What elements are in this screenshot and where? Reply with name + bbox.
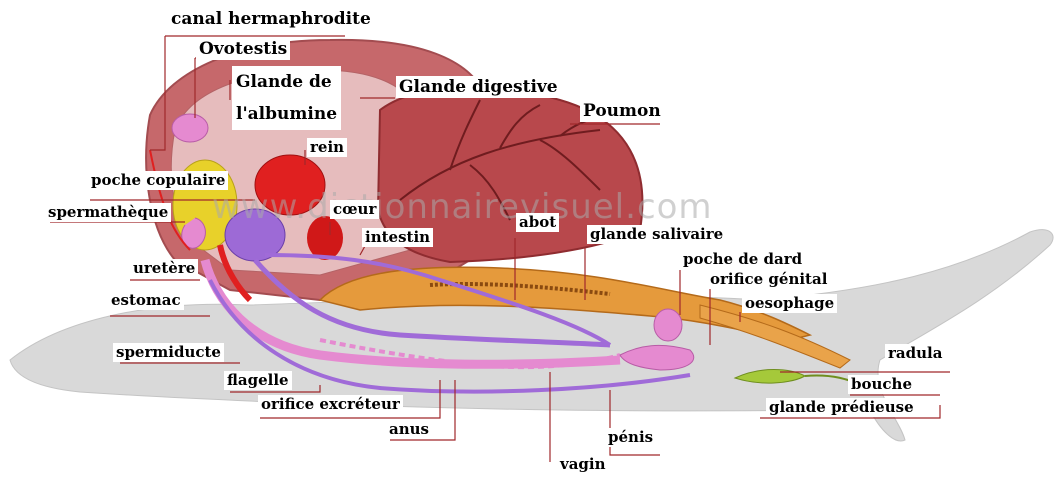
- label-spermatheque: spermathèque: [45, 203, 171, 222]
- dart-sac: [654, 309, 682, 341]
- label-glande-albumine: Glande de l'albumine: [232, 66, 341, 130]
- label-rein: rein: [307, 138, 347, 157]
- label-orifice-excreteur: orifice excréteur: [258, 395, 403, 414]
- label-orifice-genital: orifice génital: [707, 270, 830, 289]
- label-glande-albumine-line2: l'albumine: [236, 98, 337, 130]
- label-poche-copulaire: poche copulaire: [88, 171, 228, 190]
- label-penis: pénis: [605, 428, 656, 447]
- label-anus: anus: [386, 420, 432, 439]
- label-ovotestis: Ovotestis: [196, 38, 290, 60]
- label-glande-pedieuse: glande prédieuse: [766, 398, 917, 417]
- watermark-text: www.dictionnairevisuel.com: [212, 187, 713, 227]
- label-canal-hermaphrodite: canal hermaphrodite: [168, 8, 374, 30]
- label-abot: abot: [516, 213, 559, 232]
- label-estomac: estomac: [108, 291, 184, 310]
- label-uretere: uretère: [130, 259, 198, 278]
- label-glande-digestive: Glande digestive: [396, 76, 561, 98]
- label-coeur: cœur: [330, 200, 379, 219]
- ovotestis: [172, 114, 208, 142]
- label-bouche: bouche: [848, 375, 915, 394]
- label-poumon: Poumon: [580, 100, 664, 122]
- label-vagin: vagin: [557, 455, 609, 474]
- label-intestin: intestin: [362, 228, 433, 247]
- label-oesophage: oesophage: [742, 294, 837, 313]
- label-poche-de-dard: poche de dard: [680, 250, 805, 269]
- label-glande-salivaire: glande salivaire: [587, 225, 726, 244]
- label-glande-albumine-line1: Glande de: [236, 66, 337, 98]
- label-flagelle: flagelle: [224, 371, 292, 390]
- label-radula: radula: [885, 344, 945, 363]
- label-spermiducte: spermiducte: [113, 343, 224, 362]
